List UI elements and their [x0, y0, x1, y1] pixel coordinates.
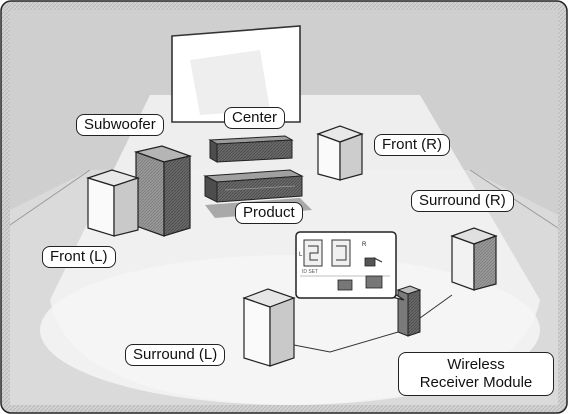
label-subwoofer: Subwoofer: [76, 114, 164, 136]
inset-panel: L R ID SET: [295, 231, 397, 299]
inset-right-mark: R: [362, 242, 367, 248]
wireless-receiver-module: [396, 285, 422, 337]
label-surround-right: Surround (R): [411, 190, 514, 212]
label-wireless-line2: Receiver Module: [419, 374, 533, 391]
center-speaker: [208, 135, 294, 163]
inset-id-text: ID SET: [302, 269, 318, 275]
surround-right-speaker: [450, 227, 498, 291]
label-wireless-receiver-module: Wireless Receiver Module: [398, 352, 554, 396]
inset-left-mark: L: [299, 252, 303, 258]
label-front-right: Front (R): [374, 134, 450, 156]
front-right-speaker: [316, 125, 364, 181]
product-unit: [203, 169, 304, 203]
front-left-speaker: [86, 169, 140, 237]
cable-to-surround-right: [419, 294, 453, 319]
label-center: Center: [224, 107, 286, 129]
label-front-left: Front (L): [42, 246, 116, 268]
subwoofer-speaker: [133, 145, 193, 237]
wall-edge-left: [9, 169, 91, 226]
cable-to-surround-left: [293, 329, 406, 353]
surround-left-speaker: [242, 288, 296, 367]
wall-edge-right: [469, 169, 559, 229]
label-wireless-line1: Wireless: [447, 356, 505, 373]
label-surround-left: Surround (L): [125, 344, 226, 366]
tv-glare: [190, 50, 270, 115]
label-product: Product: [235, 202, 303, 224]
